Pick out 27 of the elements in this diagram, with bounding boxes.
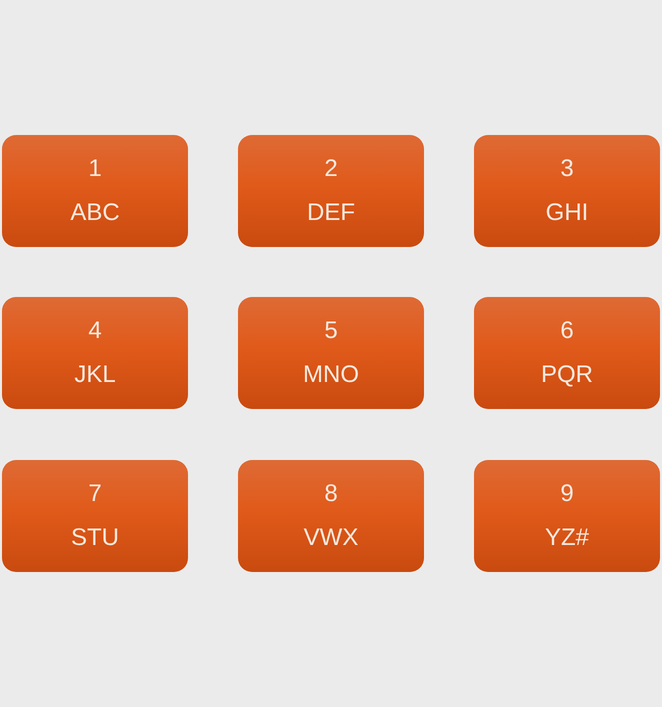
key-digit: 8 [324, 482, 338, 506]
keypad-key [2, 460, 188, 572]
key-digit: 3 [560, 157, 574, 181]
keypad-key [474, 135, 660, 247]
keypad-key [2, 297, 188, 409]
key-digit: 2 [324, 157, 338, 181]
key-letters: STU [71, 526, 119, 550]
keypad-key [474, 460, 660, 572]
key-letters: YZ# [544, 526, 589, 550]
key-letters: MNO [303, 363, 359, 387]
keypad-key [238, 297, 424, 409]
key-digit: 5 [324, 319, 338, 343]
keypad-key [238, 135, 424, 247]
key-letters: PQR [540, 363, 593, 387]
key-letters: JKL [74, 363, 116, 387]
keypad-key [2, 135, 188, 247]
key-letters: VWX [304, 526, 358, 550]
keypad-key [474, 297, 660, 409]
keypad-key [238, 460, 424, 572]
key-digit: 1 [88, 157, 102, 181]
key-letters: DEF [307, 201, 355, 225]
key-letters: ABC [70, 201, 120, 225]
key-digit: 7 [88, 482, 102, 506]
key-digit: 9 [560, 482, 574, 506]
key-letters: GHI [546, 201, 588, 225]
key-digit: 6 [560, 319, 574, 343]
key-digit: 4 [88, 319, 102, 343]
